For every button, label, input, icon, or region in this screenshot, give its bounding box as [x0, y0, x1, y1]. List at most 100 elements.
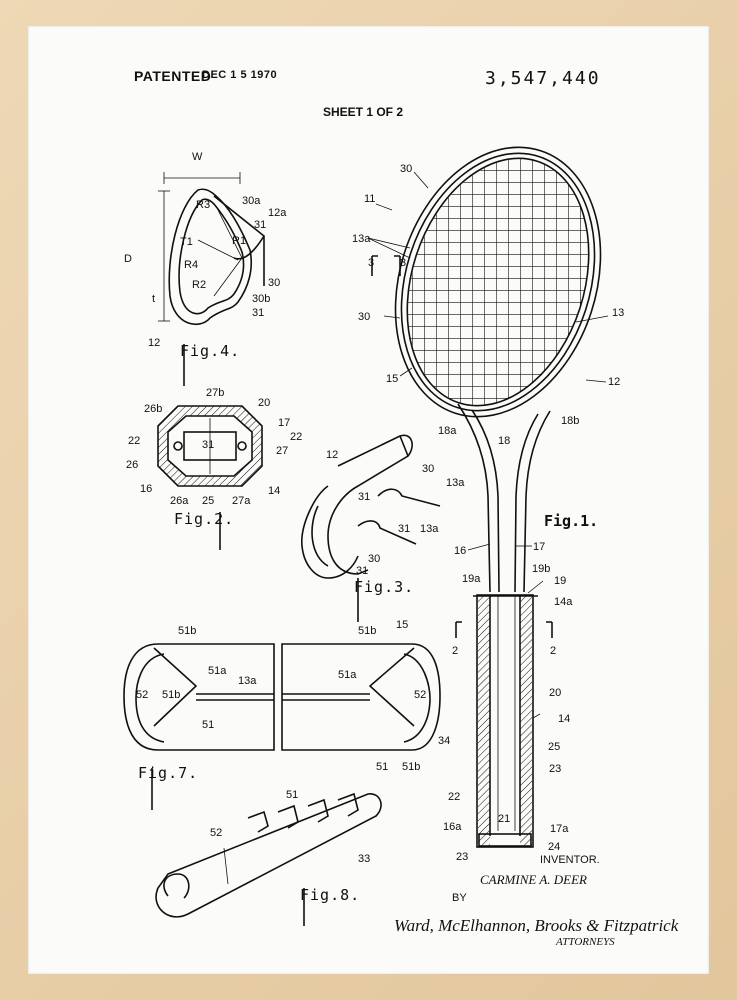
svg-text:24: 24: [548, 841, 560, 853]
svg-text:14: 14: [268, 485, 280, 497]
patent-drawings: 30 11 13a 3 3 30 13 15 12 18a 18 18b 16 …: [123, 136, 624, 926]
svg-text:12: 12: [608, 376, 620, 388]
svg-text:22: 22: [128, 435, 140, 447]
by-label: BY: [452, 892, 467, 904]
svg-text:31: 31: [252, 307, 264, 319]
patent-date: DEC 1 5 1970: [202, 69, 278, 81]
svg-text:51: 51: [286, 789, 298, 801]
svg-text:51a: 51a: [338, 669, 357, 681]
svg-text:12: 12: [148, 337, 160, 349]
svg-text:51: 51: [202, 719, 214, 731]
svg-text:30: 30: [422, 463, 434, 475]
attorneys-signature: Ward, McElhannon, Brooks & Fitzpatrick: [394, 916, 679, 935]
svg-text:Fig.8.: Fig.8.: [300, 886, 360, 904]
svg-text:34: 34: [438, 735, 450, 747]
fig4-cross-section: W D t 30a 12a 31 R3 T1 R1 R4 R2 30 30b 3…: [124, 151, 287, 386]
svg-text:14a: 14a: [554, 596, 573, 608]
svg-text:D: D: [124, 253, 132, 265]
svg-text:33: 33: [358, 853, 370, 865]
svg-text:19: 19: [554, 575, 566, 587]
svg-text:51a: 51a: [208, 665, 227, 677]
svg-text:19b: 19b: [532, 563, 550, 575]
svg-text:13a: 13a: [446, 477, 465, 489]
svg-text:52: 52: [210, 827, 222, 839]
svg-text:18: 18: [498, 435, 510, 447]
svg-text:31: 31: [358, 491, 370, 503]
patented-label: PATENTED: [134, 68, 212, 84]
fig3-perspective: 12 30 13a 31 31 13a 30 31 Fig.3.: [301, 434, 465, 622]
svg-text:R4: R4: [184, 259, 198, 271]
svg-text:27: 27: [276, 445, 288, 457]
svg-text:17: 17: [533, 541, 545, 553]
svg-text:27a: 27a: [232, 495, 251, 507]
svg-text:52: 52: [136, 689, 148, 701]
svg-text:20: 20: [258, 397, 270, 409]
svg-text:22: 22: [290, 431, 302, 443]
svg-text:26b: 26b: [144, 403, 162, 415]
svg-text:Fig.7.: Fig.7.: [138, 764, 198, 782]
fig7-frame-sections: 51b 51a 52 51b 51 13a 51b 15 51a 52 51 5…: [123, 619, 450, 810]
svg-text:R2: R2: [192, 279, 206, 291]
svg-text:52: 52: [414, 689, 426, 701]
fig1-racket: 30 11 13a 3 3 30 13 15 12 18a 18 18b 16 …: [352, 136, 624, 863]
svg-text:19a: 19a: [462, 573, 481, 585]
svg-text:15: 15: [386, 373, 398, 385]
svg-text:Fig.2.: Fig.2.: [174, 510, 234, 528]
svg-text:23: 23: [549, 763, 561, 775]
svg-text:31: 31: [398, 523, 410, 535]
svg-text:51b: 51b: [178, 625, 196, 637]
svg-text:t: t: [152, 293, 155, 305]
sheet-number: SHEET 1 OF 2: [323, 105, 404, 119]
svg-text:17: 17: [278, 417, 290, 429]
fig8-insert: 51 52 33 Fig.8.: [155, 789, 382, 926]
svg-text:3: 3: [400, 257, 406, 269]
svg-text:12: 12: [326, 449, 338, 461]
svg-text:51b: 51b: [402, 761, 420, 773]
svg-text:31: 31: [202, 439, 214, 451]
svg-text:16a: 16a: [443, 821, 462, 833]
svg-text:51b: 51b: [358, 625, 376, 637]
inventor-name: CARMINE A. DEER: [480, 872, 587, 887]
fig1-caption: Fig.1.: [544, 512, 599, 530]
svg-text:30b: 30b: [252, 293, 270, 305]
svg-text:27b: 27b: [206, 387, 224, 399]
svg-text:21: 21: [498, 813, 510, 825]
svg-text:17a: 17a: [550, 823, 569, 835]
svg-text:Fig.4.: Fig.4.: [180, 342, 240, 360]
svg-text:26: 26: [126, 459, 138, 471]
svg-text:13a: 13a: [420, 523, 439, 535]
svg-text:23: 23: [456, 851, 468, 863]
svg-text:12a: 12a: [268, 207, 287, 219]
svg-text:20: 20: [549, 687, 561, 699]
svg-text:31: 31: [254, 219, 266, 231]
svg-text:51b: 51b: [162, 689, 180, 701]
svg-text:2: 2: [452, 645, 458, 657]
fig2-handle-section: 27b 26b 20 17 22 22 31 27 26 16 26a 25 2…: [126, 387, 302, 550]
attorneys-label: ATTORNEYS: [556, 936, 615, 948]
svg-text:51: 51: [376, 761, 388, 773]
svg-text:14: 14: [558, 713, 570, 725]
svg-text:13a: 13a: [352, 233, 371, 245]
svg-text:25: 25: [202, 495, 214, 507]
svg-text:16: 16: [140, 483, 152, 495]
svg-text:R3: R3: [196, 199, 210, 211]
svg-text:11: 11: [364, 193, 375, 205]
svg-text:30: 30: [268, 277, 280, 289]
svg-text:22: 22: [448, 791, 460, 803]
svg-text:W: W: [192, 151, 203, 163]
inventor-label: INVENTOR.: [540, 854, 600, 866]
svg-text:15: 15: [396, 619, 408, 631]
svg-text:30: 30: [368, 553, 380, 565]
svg-text:16: 16: [454, 545, 466, 557]
svg-text:18a: 18a: [438, 425, 457, 437]
svg-text:18b: 18b: [561, 415, 579, 427]
svg-text:T1: T1: [180, 236, 193, 248]
svg-text:30: 30: [358, 311, 370, 323]
svg-text:3: 3: [368, 257, 374, 269]
svg-text:30: 30: [400, 163, 412, 175]
svg-text:2: 2: [550, 645, 556, 657]
patent-sheet: PATENTED DEC 1 5 1970 3,547,440 SHEET 1 …: [28, 26, 709, 974]
patent-number: 3,547,440: [485, 68, 601, 89]
svg-text:Fig.3.: Fig.3.: [354, 578, 414, 596]
svg-text:R1: R1: [232, 235, 246, 247]
